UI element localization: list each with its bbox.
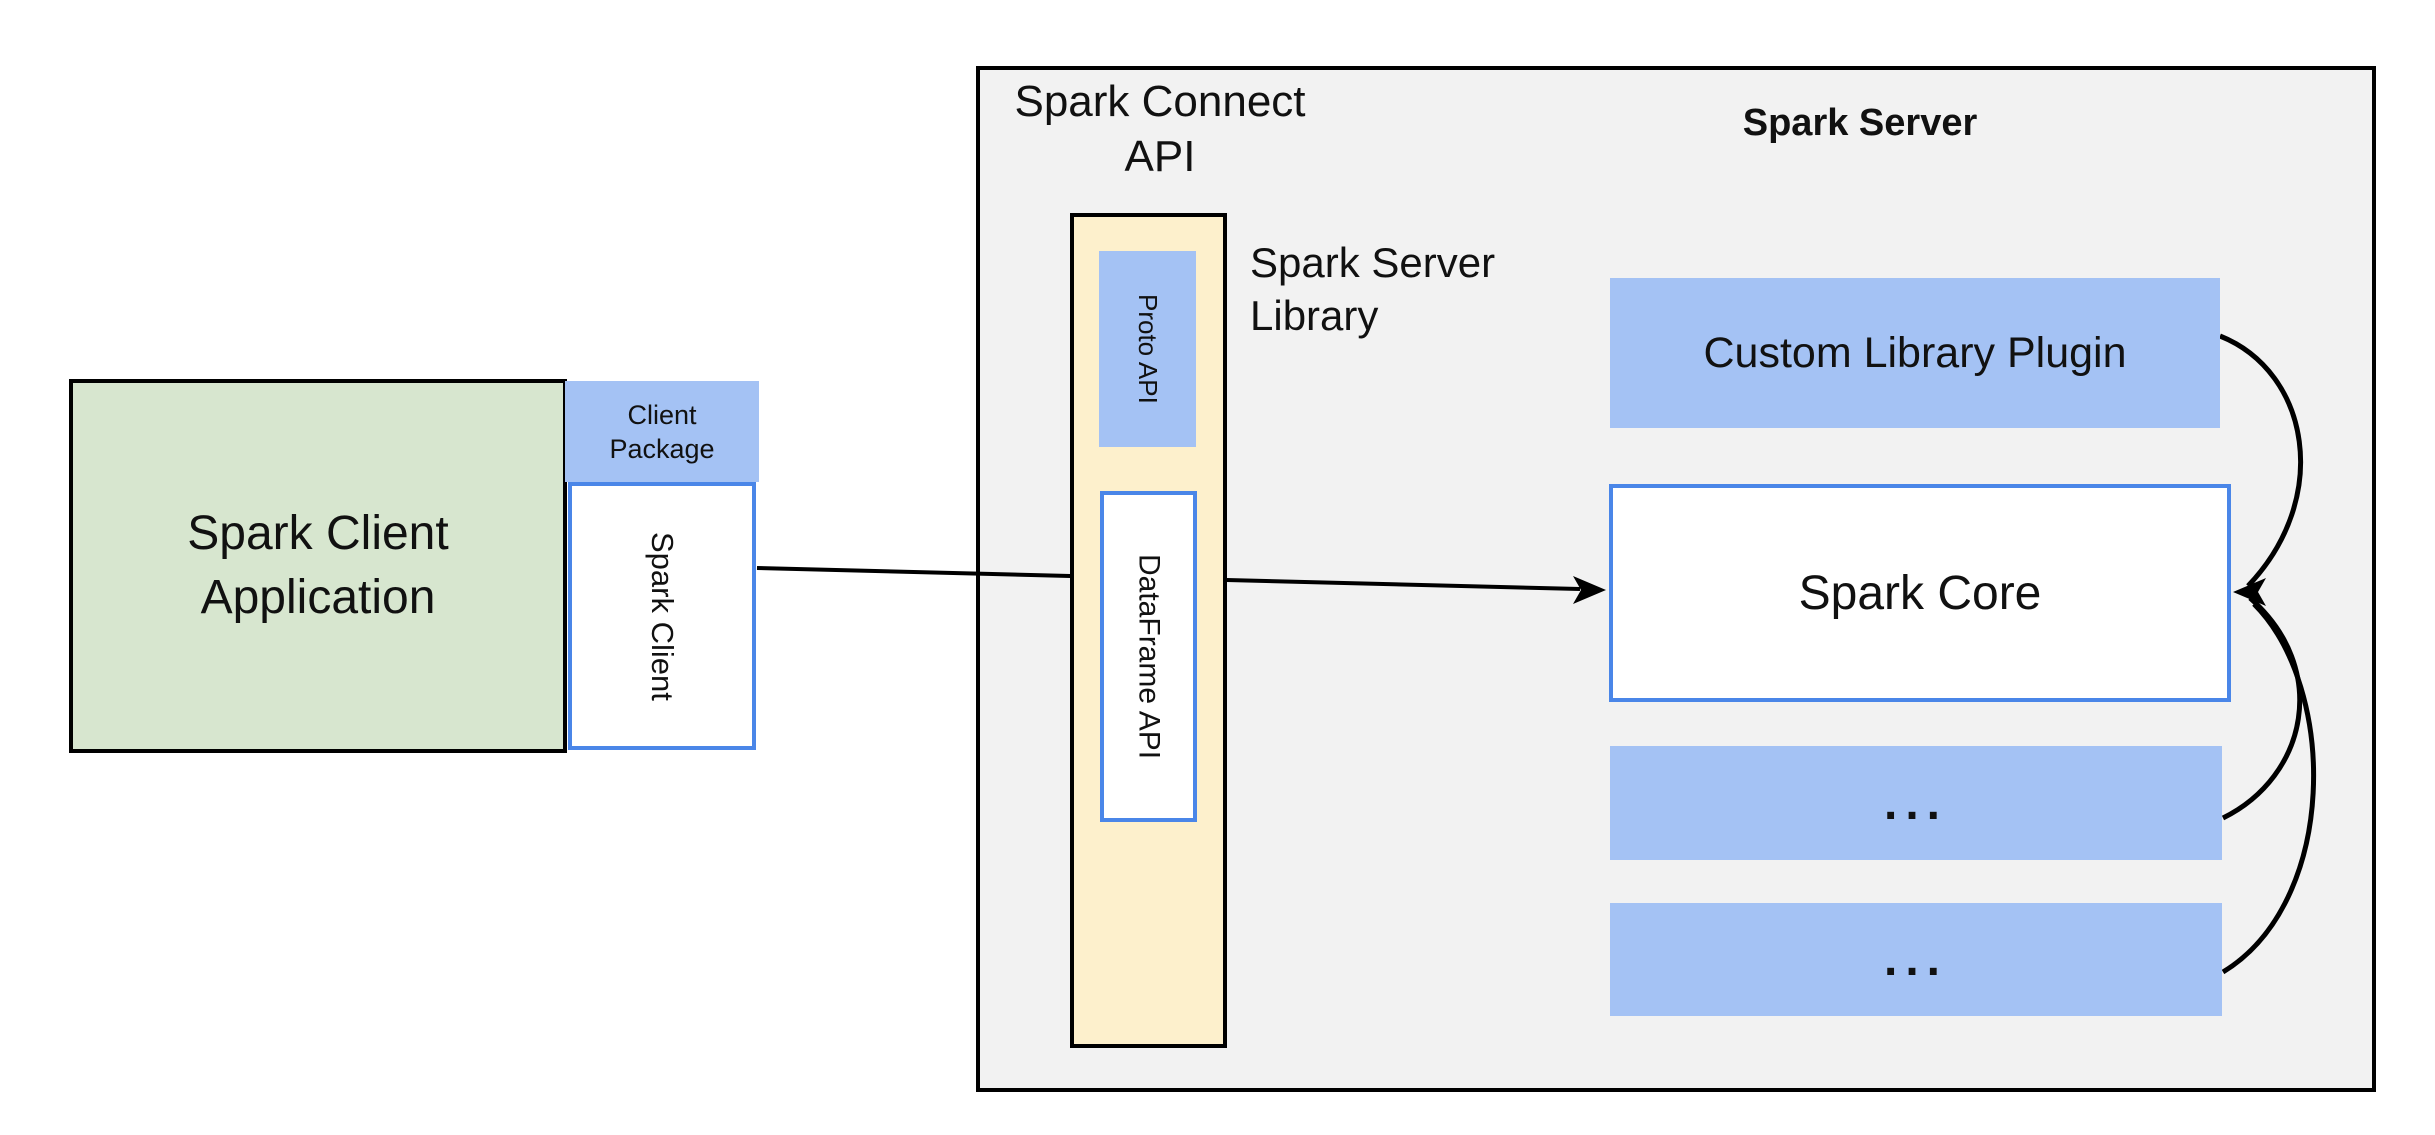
dataframe-api-box: DataFrame API [1100, 491, 1197, 822]
custom-library-plugin-label: Custom Library Plugin [1703, 328, 2127, 377]
plugin-slot-2-ellipsis: ... [1883, 933, 1948, 986]
dataframe-api-label: DataFrame API [1132, 553, 1166, 760]
spark-core-box: Spark Core [1609, 484, 2231, 702]
spark-client-application-label: Spark Client Application [187, 507, 449, 624]
proto-api-box: Proto API [1099, 251, 1196, 447]
spark-connect-api-label: Spark Connect API [1014, 77, 1306, 181]
spark-core-label: Spark Core [1798, 566, 2042, 620]
client-package-box: Client Package [565, 381, 759, 482]
custom-library-plugin-box: Custom Library Plugin [1610, 278, 2220, 428]
plugin-slot-1-ellipsis: ... [1883, 776, 1948, 830]
plugin-slot-box-1: ... [1610, 746, 2222, 860]
client-package-label: Client Package [609, 399, 715, 464]
plugin-slot-box-2: ... [1610, 903, 2222, 1016]
spark-client-application-box: Spark Client Application [69, 379, 567, 753]
spark-client-box: Spark Client [568, 482, 756, 750]
spark-client-label: Spark Client [645, 531, 680, 701]
spark-server-library-label: Spark Server Library [1250, 239, 1496, 339]
proto-api-label: Proto API [1133, 294, 1163, 404]
spark-server-title: Spark Server [1742, 102, 1978, 144]
